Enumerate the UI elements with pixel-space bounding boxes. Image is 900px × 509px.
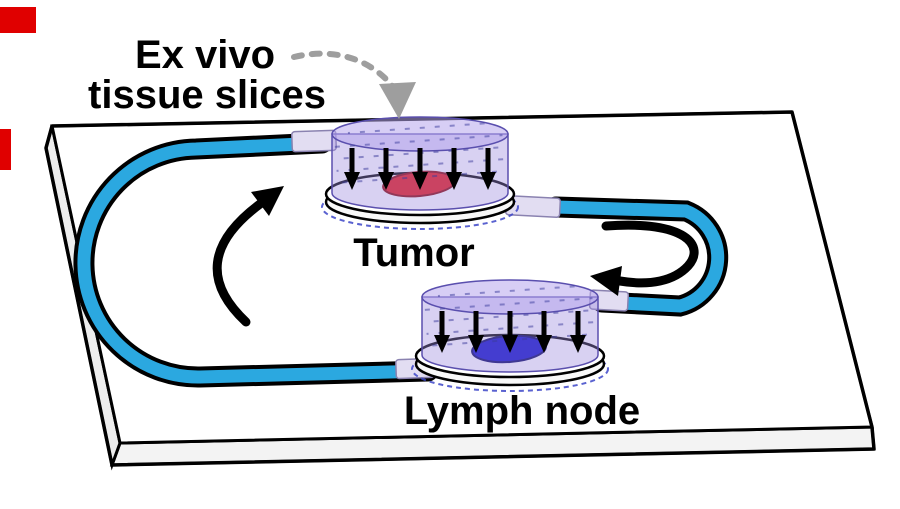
flow-arrow bbox=[468, 311, 484, 353]
circulation-arrow-left bbox=[212, 186, 284, 327]
flow-arrow bbox=[446, 148, 462, 190]
flow-arrow bbox=[378, 148, 394, 190]
tubing-left-channel bbox=[77, 136, 435, 384]
lymph-node-label: Lymph node bbox=[404, 389, 640, 433]
flow-arrow bbox=[344, 148, 360, 190]
tube-connector bbox=[291, 129, 337, 153]
flow-arrow bbox=[502, 311, 518, 353]
callout-text-line2: tissue slices bbox=[88, 73, 326, 117]
circulation-arrow-right-curve bbox=[601, 220, 699, 288]
circulation-arrow-left-head bbox=[251, 186, 284, 216]
red-artifact-left-edge bbox=[0, 129, 11, 170]
flow-arrows-tumor bbox=[344, 148, 496, 190]
tubing-right-loop bbox=[545, 196, 729, 317]
flow-arrow bbox=[434, 311, 450, 353]
flow-arrow bbox=[570, 311, 586, 353]
flow-arrow bbox=[480, 148, 496, 190]
flow-arrows-lymph bbox=[434, 311, 586, 353]
callout-arrowhead-icon bbox=[379, 82, 416, 119]
channel-dashed-outline bbox=[321, 184, 519, 230]
circulation-arrow-right bbox=[590, 220, 699, 296]
tubing-left-loop bbox=[73, 132, 439, 388]
tubing-right-channel bbox=[549, 200, 725, 313]
culture-insert-top bbox=[421, 279, 599, 315]
tube-connectors bbox=[291, 129, 630, 380]
channel-dashed-outline bbox=[411, 346, 609, 392]
callout: Ex vivo tissue slices bbox=[88, 33, 416, 119]
callout-dashed-arrow bbox=[291, 50, 397, 91]
flow-arrow bbox=[412, 148, 428, 190]
callout-text-line1: Ex vivo bbox=[135, 33, 275, 77]
circulation-arrow-right-head bbox=[590, 266, 622, 296]
lymph-node-chamber: Lymph node bbox=[404, 279, 640, 433]
red-artifact-top-left bbox=[0, 7, 36, 33]
tumor-label: Tumor bbox=[353, 231, 474, 275]
chip-outline bbox=[44, 110, 876, 467]
flow-arrow bbox=[536, 311, 552, 353]
tumor-chamber: Tumor bbox=[321, 116, 519, 275]
circulation-arrow-left-curve bbox=[212, 199, 265, 327]
culture-insert-top bbox=[331, 116, 509, 152]
